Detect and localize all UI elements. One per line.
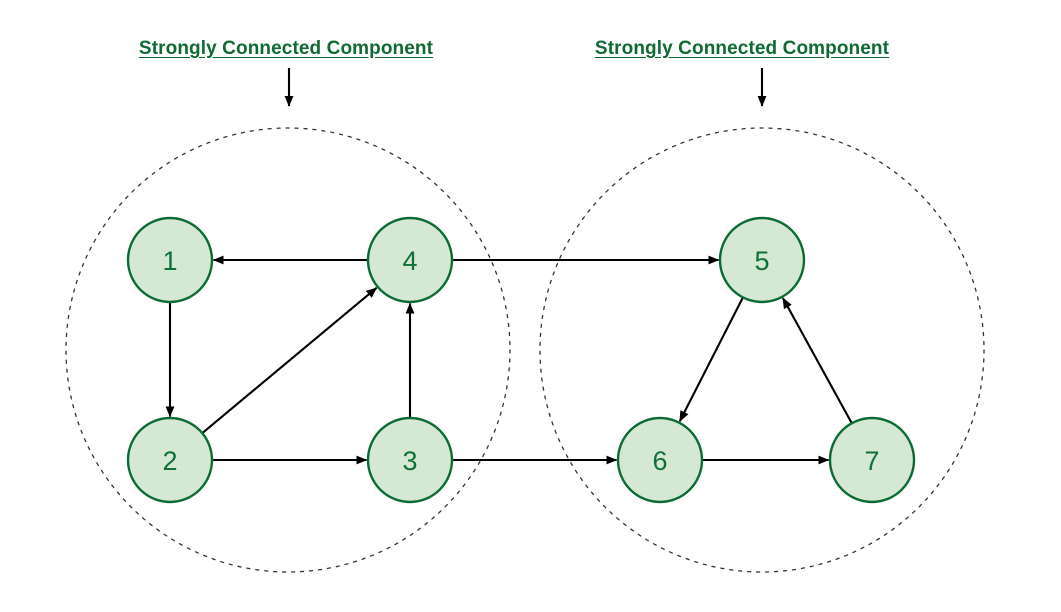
node-circle-7[interactable]: [828, 416, 916, 504]
graph-node-3[interactable]: 3: [366, 416, 454, 504]
node-label-1: 1: [162, 246, 177, 276]
node-label-6: 6: [652, 446, 667, 476]
graph-node-6[interactable]: 6: [616, 416, 704, 504]
node-label-7: 7: [864, 446, 879, 476]
graph-node-7[interactable]: 7: [828, 416, 916, 504]
edge-7-to-5: [782, 297, 853, 424]
node-layer: 1 2 3 4 5 6 7: [126, 216, 916, 504]
node-label-3: 3: [402, 446, 417, 476]
graph-node-1[interactable]: 1: [126, 216, 214, 304]
node-label-2: 2: [162, 446, 177, 476]
scc-boundary-scc-left: [65, 127, 511, 573]
scc-boundary-scc-right: [539, 127, 985, 573]
scc-title-left: Strongly Connected Component: [138, 38, 434, 59]
edge-2-to-4: [201, 287, 378, 434]
node-label-4: 4: [402, 246, 417, 276]
edge-layer: [165, 255, 853, 465]
edge-5-to-6: [678, 297, 744, 422]
graph-node-4[interactable]: 4: [366, 216, 454, 304]
node-label-5: 5: [754, 246, 769, 276]
scc-title-right: Strongly Connected Component: [594, 38, 890, 59]
node-circle-5[interactable]: [718, 216, 806, 304]
scc-group-layer: [65, 127, 985, 573]
node-circle-1[interactable]: [126, 216, 214, 304]
graph-node-2[interactable]: 2: [126, 416, 214, 504]
pointer-arrow-layer: [284, 68, 767, 107]
node-circle-4[interactable]: [366, 216, 454, 304]
node-circle-6[interactable]: [616, 416, 704, 504]
node-circle-3[interactable]: [366, 416, 454, 504]
node-circle-2[interactable]: [126, 416, 214, 504]
graph-node-5[interactable]: 5: [718, 216, 806, 304]
